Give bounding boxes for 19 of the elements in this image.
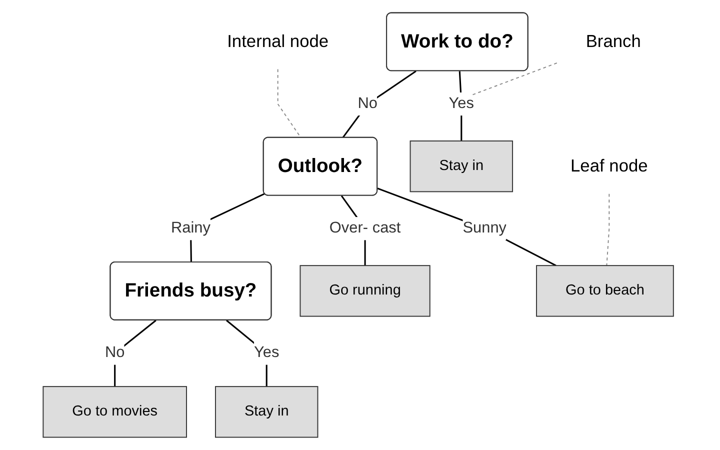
leader-line	[606, 193, 610, 266]
edge-label: Yes	[254, 344, 280, 361]
edge-label: Sunny	[462, 220, 507, 236]
node-box: Stay in	[410, 140, 514, 192]
node-box: Go to movies	[42, 386, 187, 438]
node-box: Go running	[300, 265, 430, 317]
node-box: Stay in	[215, 386, 318, 438]
node-text: Internal node	[227, 32, 329, 51]
leader-line	[470, 62, 558, 96]
branch-line	[342, 70, 416, 138]
edge-label: No	[104, 344, 125, 361]
edge-label: Rainy	[170, 220, 210, 236]
node-text: Branch	[586, 32, 641, 51]
node-text: Leaf node	[570, 156, 648, 176]
edge-label: No	[358, 95, 378, 112]
node-box: Go to beach	[536, 265, 674, 317]
edge-label: Yes	[448, 95, 474, 112]
edge-label: Over- cast	[329, 220, 401, 236]
leader-line	[277, 68, 302, 138]
